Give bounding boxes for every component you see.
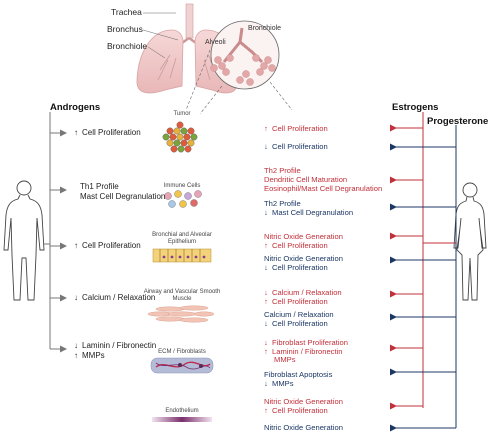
- arrow-down-icon: ↓: [264, 288, 268, 297]
- arrow-down-icon: ↓: [264, 338, 268, 347]
- arrow-up-icon: ↑: [264, 241, 268, 250]
- progesterone-effect: Nitric Oxide Generation: [264, 254, 343, 263]
- immune-cells-illustration: [164, 190, 202, 208]
- progesterone-header: Progesterone: [427, 116, 489, 127]
- arrow-down-icon: ↓: [264, 379, 268, 388]
- estrogen-effect: ↓Fibroblast Proliferation: [262, 338, 348, 347]
- arrow-up-icon: ↑: [74, 128, 78, 137]
- bronchiole-inset-label: Bronchiole: [248, 25, 282, 32]
- arrow-up-icon: ↑: [264, 124, 268, 133]
- androgens-header: Androgens: [50, 102, 101, 113]
- progesterone-effect: Nitric Oxide Generation: [264, 423, 343, 432]
- cell-label-smooth-muscle: Airway and Vascular Smooth Muscle: [143, 289, 221, 302]
- effect-text: Calcium / Relaxation: [82, 293, 156, 302]
- androgen-effects-ecm: ↓ Laminin / Fibronectin ↑ MMPs: [72, 341, 156, 361]
- alveoli-label: Alveoli: [205, 39, 226, 46]
- effect-text: Laminin / Fibronectin: [82, 341, 157, 350]
- arrow-up-icon: ↑: [264, 297, 268, 306]
- progesterone-effect: Calcium / Relaxation: [264, 310, 334, 319]
- cell-label-immune: Immune Cells: [163, 183, 201, 189]
- arrow-up-icon: ↑: [264, 406, 268, 415]
- arrow-up-icon: ↑: [74, 351, 78, 360]
- estrogen-effect: ↑Cell Proliferation: [262, 124, 328, 133]
- epithelium-illustration: [152, 248, 212, 263]
- arrow-up-icon: ↑: [74, 241, 78, 250]
- progesterone-bracket: [390, 125, 457, 432]
- fibroblasts-illustration: [150, 357, 214, 374]
- androgen-bracket: [44, 112, 67, 353]
- trachea-label: Trachea: [111, 7, 142, 17]
- smooth-muscle-illustration: [147, 305, 215, 323]
- arrow-down-icon: ↓: [264, 263, 268, 272]
- effect-text: MMPs: [82, 351, 105, 360]
- estrogen-effect: ↑Cell Proliferation: [262, 241, 328, 250]
- estrogen-effect: Th2 Profile: [264, 166, 301, 175]
- progesterone-effect: ↓Mast Cell Degranulation: [262, 208, 353, 217]
- arrow-up-icon: ↑: [264, 347, 268, 356]
- estrogen-effect: ↑Cell Proliferation: [262, 406, 328, 415]
- progesterone-effect: ↓Cell Proliferation: [262, 263, 328, 272]
- estrogen-effect: ↑Cell Proliferation: [262, 297, 328, 306]
- effect-text: Th1 Profile: [80, 182, 119, 191]
- progesterone-effect: ↓MMPs: [262, 379, 293, 388]
- estrogen-effect: Eosinophil/Mast Cell Degranulation: [264, 184, 383, 193]
- progesterone-effect: ↓Cell Proliferation: [262, 142, 328, 151]
- androgen-effects-immune: Th1 Profile Mast Cell Degranulation: [80, 182, 165, 202]
- estrogen-effect: Nitric Oxide Generation: [264, 397, 343, 406]
- estrogen-effect: Dendritic Cell Maturation: [264, 175, 348, 184]
- arrow-down-icon: ↓: [264, 142, 268, 151]
- endothelium-illustration: [152, 417, 212, 422]
- effect-text: Cell Proliferation: [82, 241, 141, 250]
- androgen-effects-tumor: ↑ Cell Proliferation: [72, 128, 141, 138]
- lungs-illustration: [136, 3, 293, 115]
- cell-label-epithelium: Bronchial and Alveolar Epithelium: [152, 232, 212, 245]
- cell-label-endothelium: Endothelium: [165, 408, 199, 414]
- estrogens-header: Estrogens: [392, 102, 439, 113]
- female-figure: [453, 182, 487, 301]
- arrow-down-icon: ↓: [74, 341, 78, 350]
- estrogen-effect: Nitric Oxide Generation: [264, 232, 343, 241]
- androgen-effects-smooth-muscle: ↓ Calcium / Relaxation: [72, 293, 155, 303]
- progesterone-effect: ↓Cell Proliferation: [262, 319, 328, 328]
- estrogen-effect: MMPs: [274, 355, 296, 364]
- estrogen-effect: ↑Laminin / Fibronectin: [262, 347, 342, 356]
- effect-text: Mast Cell Degranulation: [80, 192, 166, 201]
- male-figure: [3, 180, 45, 301]
- bronchus-label: Bronchus: [107, 24, 143, 34]
- androgen-effects-epithelium: ↑ Cell Proliferation: [72, 241, 141, 251]
- progesterone-effect: Fibroblast Apoptosis: [264, 370, 333, 379]
- cell-label-ecm: ECM / Fibroblasts: [158, 349, 206, 355]
- progesterone-effect: Th2 Profile: [264, 199, 301, 208]
- effect-text: Cell Proliferation: [82, 128, 141, 137]
- arrow-down-icon: ↓: [264, 208, 268, 217]
- estrogen-effect: ↓Calcium / Relaxation: [262, 288, 342, 297]
- arrow-down-icon: ↓: [74, 293, 78, 302]
- arrow-down-icon: ↓: [264, 319, 268, 328]
- tumor-cells-illustration: [162, 121, 198, 153]
- bronchiole-label: Bronchiole: [107, 41, 148, 51]
- cell-label-tumor: Tumor: [173, 111, 191, 117]
